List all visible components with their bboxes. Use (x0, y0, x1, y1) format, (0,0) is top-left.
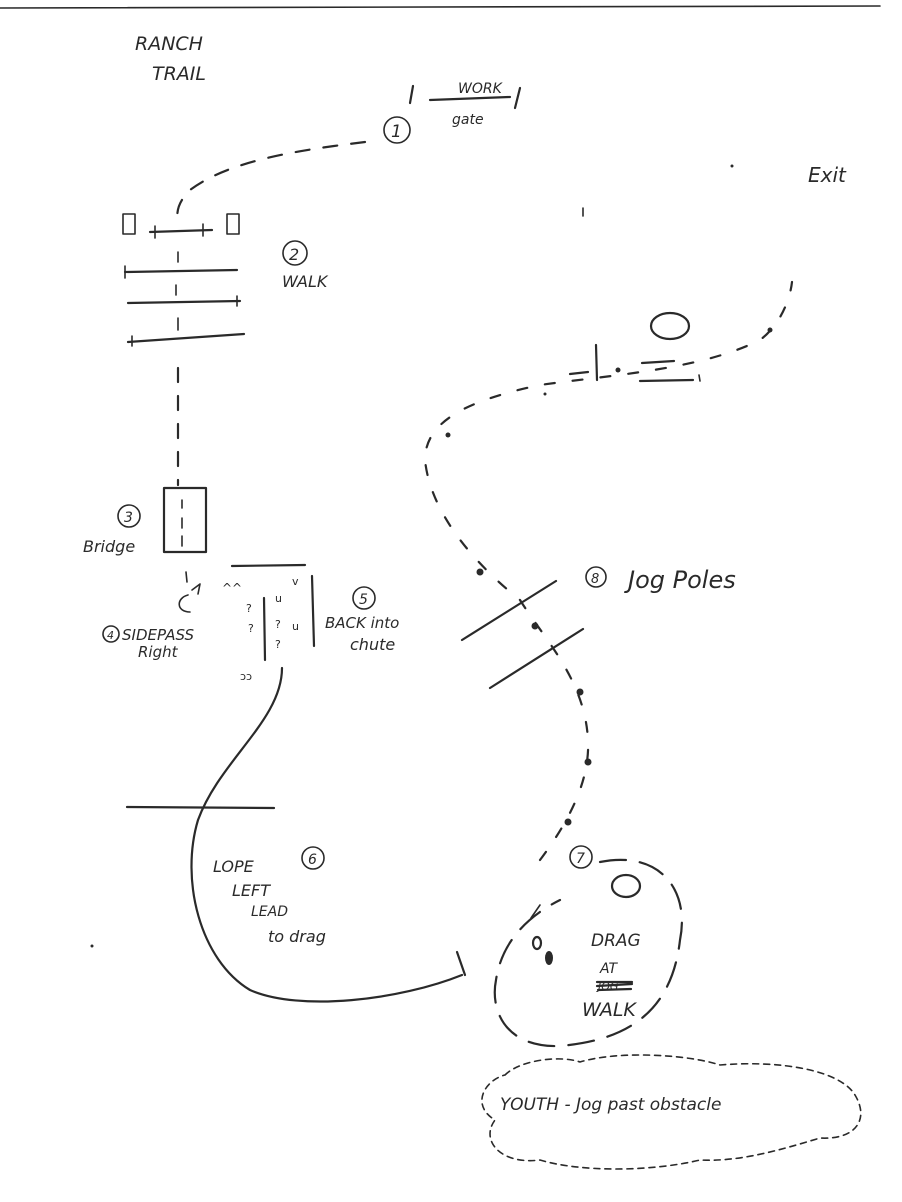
route-lope-left-lead (190, 666, 464, 1003)
obstacle-7-label-line-1: DRAG (591, 931, 641, 951)
obstacle-3-label: Bridge (83, 537, 135, 556)
obstacle-8-number-circle (585, 566, 607, 588)
exit-gate (568, 207, 701, 383)
svg-text:ɔɔ: ɔɔ (240, 670, 252, 683)
drag-marker-circle (610, 873, 642, 899)
obstacle-6-label-line-3: LEAD (251, 904, 288, 920)
obstacle-4-number-circle (102, 625, 120, 643)
obstacle-6-number: 6 (308, 852, 317, 868)
obstacle-8-label: Jog Poles (624, 566, 736, 594)
obstacle-4-sidepass: ^^ 4 SIDEPASS Right (102, 571, 242, 661)
obstacle-1-label-line-1: WORK (458, 81, 504, 97)
obstacle-3-bridge: 3 Bridge (83, 486, 208, 556)
obstacle-2-number: 2 (289, 245, 299, 264)
obstacle-6-label-line-4: to drag (268, 927, 326, 946)
obstacle-2-walk-poles: 2 WALK (122, 213, 329, 347)
svg-text:^^: ^^ (222, 581, 242, 595)
route-gate-to-walk (176, 140, 367, 224)
obstacle-5-number: 5 (359, 592, 368, 608)
svg-text:?: ? (248, 622, 254, 635)
obstacle-3-number: 3 (124, 510, 133, 526)
obstacle-2-number-circle (282, 240, 308, 266)
lope-marker-line (125, 805, 276, 810)
title-line-2: TRAIL (152, 63, 206, 85)
obstacle-5-label-line-2: chute (350, 635, 395, 654)
title-line-1: RANCH (135, 33, 203, 55)
youth-note: YOUTH - Jog past obstacle (481, 1054, 862, 1170)
obstacle-7-number: 7 (576, 851, 585, 867)
youth-note-text: YOUTH - Jog past obstacle (500, 1095, 721, 1115)
obstacle-1-work-gate: WORK gate 1 (383, 81, 522, 144)
obstacle-2-label: WALK (282, 272, 329, 291)
obstacle-7-drag: 7 DRAG AT JOG WALK (493, 845, 683, 1048)
exit-marker-circle (649, 311, 691, 341)
obstacle-8-number: 8 (591, 572, 599, 587)
obstacle-6-number-circle (301, 846, 325, 870)
svg-text:v: v (292, 575, 299, 588)
obstacle-7-number-circle (569, 845, 593, 869)
route-jog-dots (445, 327, 773, 826)
page-top-border (0, 5, 881, 9)
obstacle-5-chute: ? ? u ? u v ? ɔɔ 5 BACK into chute (230, 563, 399, 683)
svg-text:u: u (275, 592, 282, 605)
drag-entry-marker (455, 950, 467, 977)
obstacle-3-number-circle (117, 504, 141, 528)
obstacle-8-jog-poles: 8 Jog Poles (460, 566, 736, 690)
obstacle-6-label-line-2: LEFT (232, 881, 271, 900)
svg-text:?: ? (275, 638, 281, 651)
obstacle-1-number: 1 (391, 122, 402, 142)
exit-label: Exit (808, 163, 847, 187)
obstacle-4-number: 4 (107, 629, 114, 642)
obstacle-1-label-line-2: gate (452, 112, 484, 128)
obstacle-1-number-circle (383, 116, 411, 144)
svg-text:?: ? (275, 618, 281, 631)
obstacle-4-label-line-1: SIDEPASS (122, 626, 195, 644)
obstacle-4-label-line-2: Right (138, 643, 179, 661)
obstacle-5-number-circle (352, 586, 376, 610)
obstacle-7-label-line-2: AT (599, 961, 619, 977)
obstacle-6-label-line-1: LOPE (213, 857, 255, 876)
svg-text:u: u (292, 620, 299, 633)
svg-text:?: ? (246, 602, 252, 615)
obstacle-5-label-line-1: BACK into (325, 614, 399, 632)
obstacle-7-label-line-3: WALK (582, 999, 637, 1021)
obstacle-6-lope: 6 LOPE LEFT LEAD to drag (213, 846, 326, 946)
